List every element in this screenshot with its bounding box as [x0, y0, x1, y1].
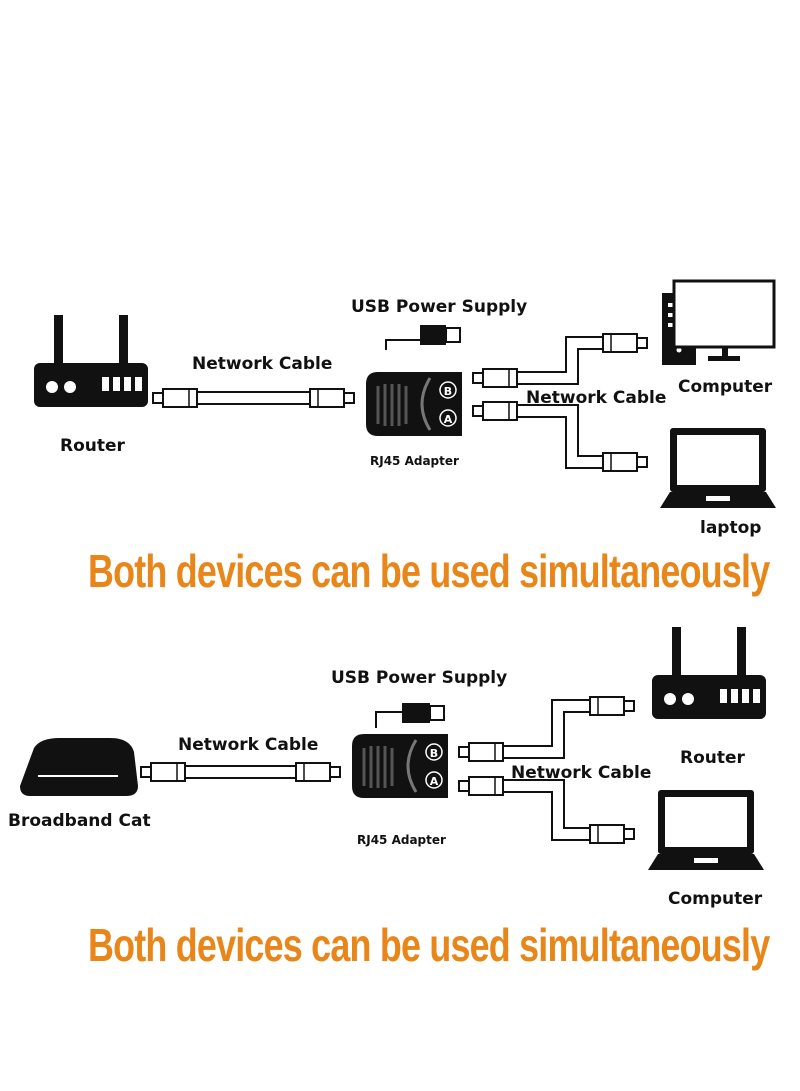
- device-a-label: Computer: [678, 377, 773, 397]
- adapter-label-2: RJ45 Adapter: [357, 833, 446, 847]
- rj45-adapter-icon-2: B A: [350, 732, 450, 800]
- adapter-label: RJ45 Adapter: [370, 454, 459, 468]
- device-a-label-2: Router: [680, 748, 746, 768]
- port-a-label-2: A: [430, 775, 439, 788]
- usb-label: USB Power Supply: [351, 297, 527, 317]
- port-b-label-2: B: [430, 747, 438, 760]
- cable-right-label-2: Network Cable: [511, 763, 651, 783]
- router-icon-2: [652, 627, 766, 719]
- cable-left-label: Network Cable: [192, 354, 332, 374]
- rj45-adapter-icon: B A: [364, 370, 464, 438]
- device-b-label-2: Computer: [668, 889, 763, 909]
- usb-plug-icon: [385, 325, 461, 350]
- source-label: Router: [60, 436, 126, 456]
- top-diagram: Router Network Cable USB Power Supply B …: [34, 279, 776, 538]
- desktop-computer-icon: [662, 279, 776, 365]
- network-cable-right-2: [458, 696, 635, 844]
- network-cable-left-2: [140, 762, 341, 782]
- port-a-label: A: [444, 413, 453, 426]
- broadband-modem-icon: [20, 738, 138, 796]
- laptop-icon-2: [648, 790, 764, 870]
- usb-plug-icon-2: [375, 703, 445, 728]
- usb-label-2: USB Power Supply: [331, 668, 507, 688]
- port-b-label: B: [444, 385, 452, 398]
- headline-bottom: Both devices can be used simultaneously: [88, 919, 770, 971]
- router-icon: [34, 315, 148, 407]
- network-cable-left: [152, 388, 355, 408]
- cable-right-label: Network Cable: [526, 388, 666, 408]
- headline-top: Both devices can be used simultaneously: [88, 545, 770, 597]
- device-b-label: laptop: [700, 518, 761, 538]
- bottom-diagram: Broadband Cat Network Cable USB Power Su…: [8, 627, 766, 909]
- cable-left-label-2: Network Cable: [178, 735, 318, 755]
- source-label-2: Broadband Cat: [8, 811, 151, 831]
- network-cable-right: [472, 333, 648, 472]
- laptop-icon: [660, 428, 776, 508]
